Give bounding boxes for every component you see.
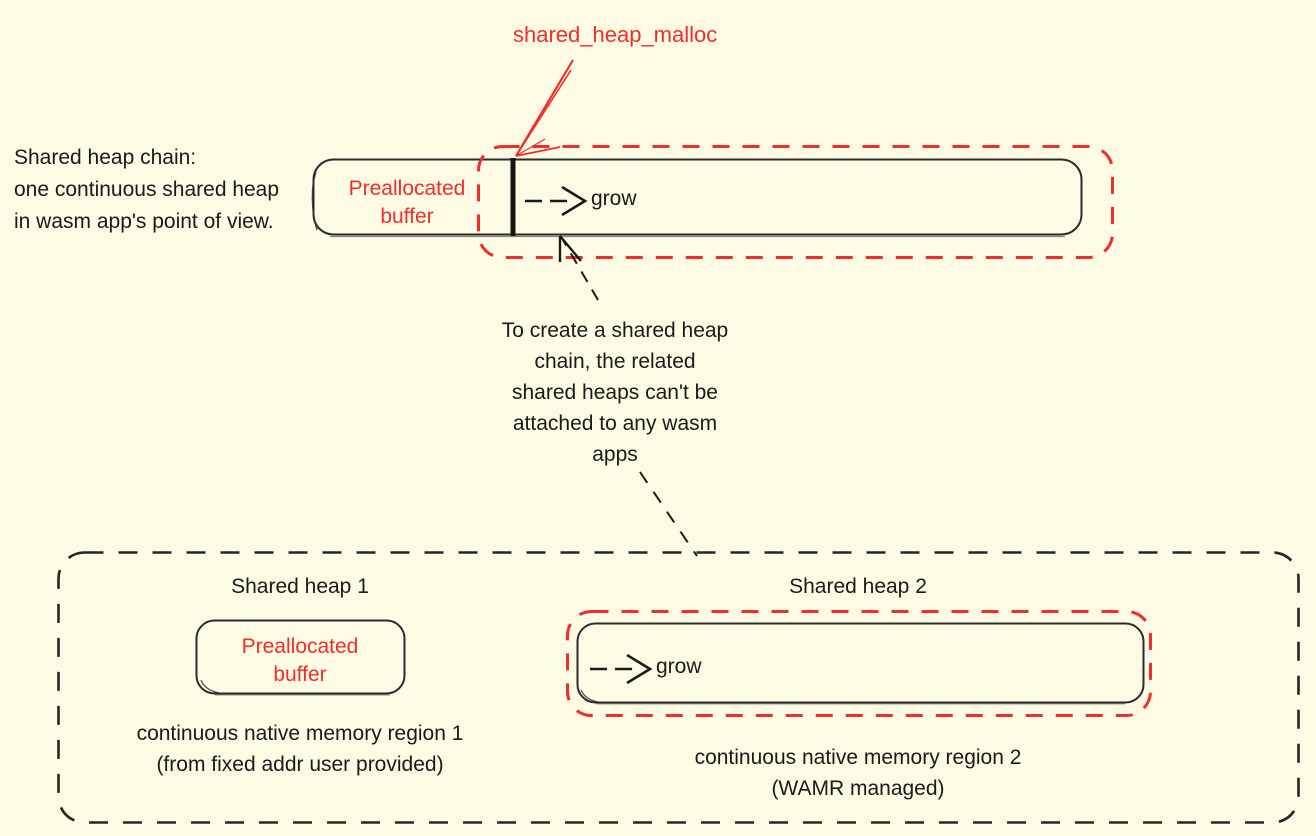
shared-heap-chain-description: Shared heap chain: one continuous shared… [14,146,280,233]
top-preallocated-buffer-label: Preallocated buffer [348,177,466,228]
top-grow-label: grow [591,187,637,210]
grow-arrow-icon-top [525,185,588,217]
shared-heap-1-box-label: Preallocated buffer [241,635,359,686]
heap2-grow-region [566,610,1152,717]
shared-heap-1-title: Shared heap 1 [231,575,369,598]
note-to-region-connector [639,471,698,557]
note-pointer-arrow [558,235,599,301]
shared-heap-1-caption: continuous native memory region 1 (from … [136,722,464,776]
shared-heap-2-title: Shared heap 2 [789,575,927,598]
grow-arrow-icon-bottom [590,653,653,685]
shared-heap-malloc-callout-label: shared_heap_malloc [513,22,718,47]
callout-arrow-shared-heap-malloc [515,59,574,157]
shared-heap-2-box-label: grow [656,655,702,678]
shared-heap-chain-constraint-note: To create a shared heap chain, the relat… [501,319,729,466]
shared-heap-2-caption: continuous native memory region 2 (WAMR … [694,746,1022,800]
top-red-dashed-region [477,145,1114,259]
